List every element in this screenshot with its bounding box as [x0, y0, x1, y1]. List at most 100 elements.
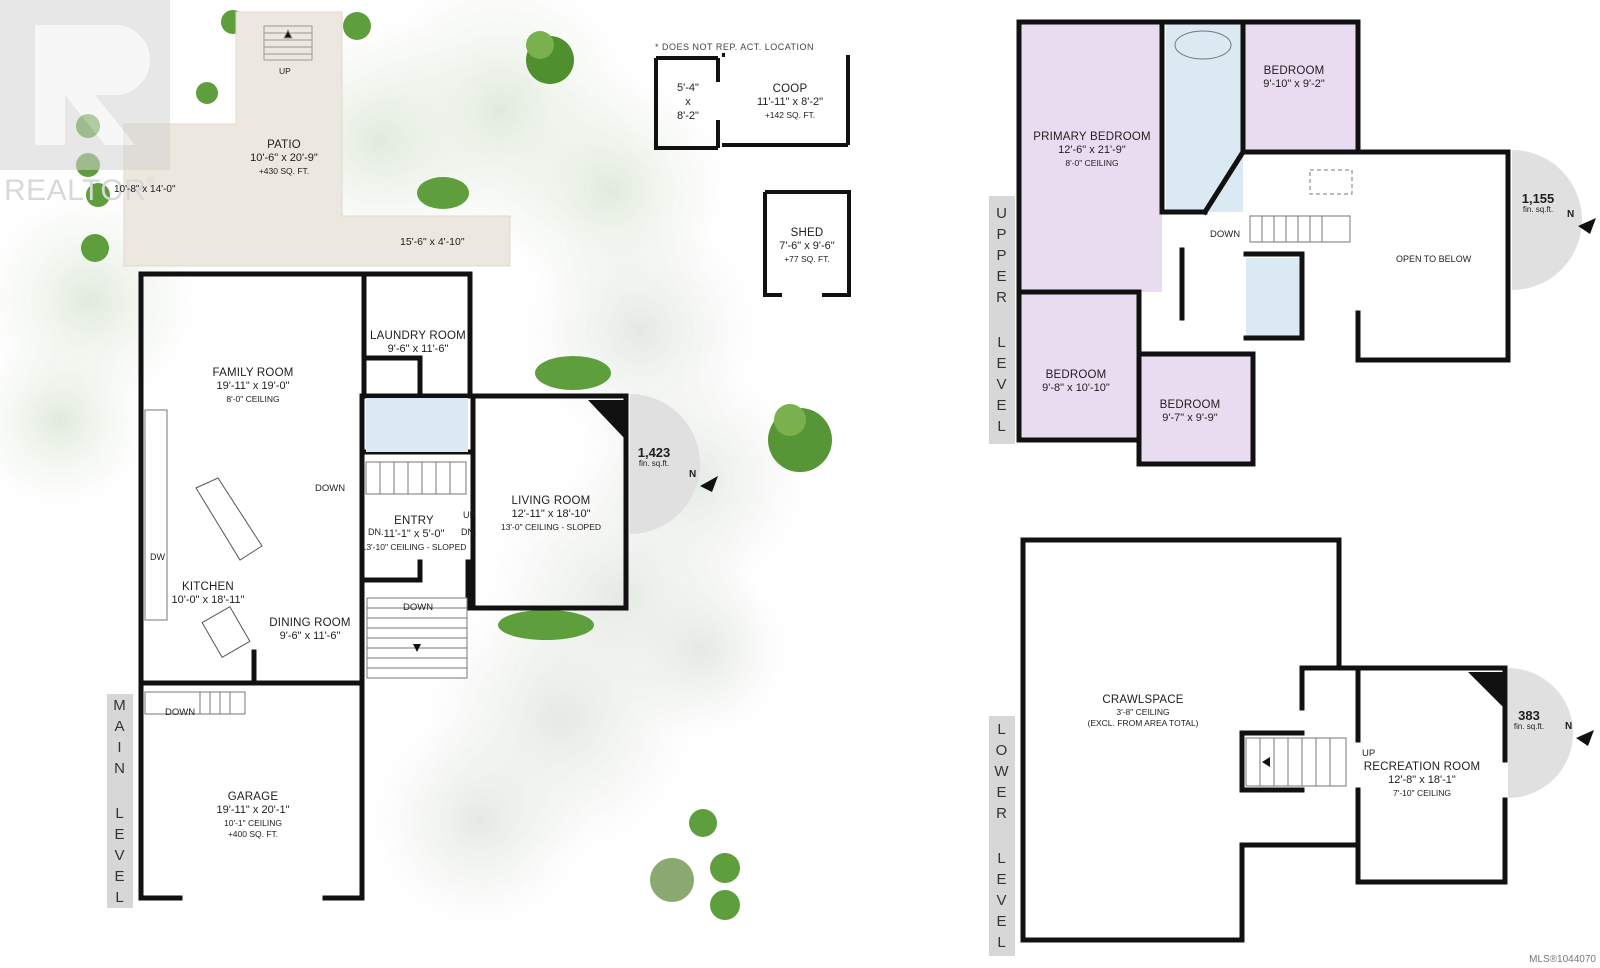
lower-stairs	[1245, 737, 1347, 787]
laundry-room-dims: 9'-6" x 11'-6"	[387, 343, 449, 356]
level-tag-letter: P	[996, 247, 1008, 264]
level-tag-letter: R	[996, 805, 1008, 822]
entry-dn-left: DN.	[368, 527, 384, 537]
dining-room-name: DINING ROOM	[269, 617, 351, 629]
shed-sqft: +77 SQ. FT.	[784, 254, 830, 265]
main-area-unit: fin. sq.ft.	[638, 459, 670, 469]
coop-name: COOP	[772, 83, 808, 95]
realtor-logo-mark	[0, 0, 170, 170]
upper-area-value: 1,155	[1521, 191, 1555, 206]
lower-level-walls	[1020, 537, 1508, 943]
location-note: * DOES NOT REP. ACT. LOCATION	[655, 42, 815, 52]
upper-area-unit: fin. sq.ft.	[1522, 205, 1554, 215]
bedroom-sw-dims: 9'-8" x 10'-10"	[1042, 382, 1110, 395]
laundry-room-label: LAUNDRY ROOM 9'-6" x 11'-6"	[370, 329, 466, 357]
primary-bedroom-label: PRIMARY BEDROOM 12'-6" x 21'-9" 8'-0" CE…	[1033, 130, 1151, 169]
family-room-name: FAMILY ROOM	[212, 367, 294, 379]
main-bath-fill	[366, 398, 468, 452]
patio-name: PATIO	[267, 139, 301, 151]
crawlspace-name: CRAWLSPACE	[1102, 694, 1184, 706]
lower-stair-arrow	[1262, 757, 1270, 767]
stair-down-arrow	[413, 644, 421, 652]
upper-level-walls	[1016, 19, 1511, 467]
entry-stairs-down-label: DOWN	[403, 602, 434, 613]
crawlspace-label: CRAWLSPACE 3'-8" CEILING (EXCL. FROM ARE…	[1088, 693, 1199, 729]
entry-ceiling: 13'-10" CEILING - SLOPED	[361, 542, 467, 553]
level-tag-letter: E	[114, 867, 126, 885]
upper-room-fills	[1019, 22, 1358, 464]
entry-label: ENTRY 11'-1" x 5'-0" 13'-10" CEILING - S…	[362, 514, 467, 553]
main-area-badge: 1,423 fin. sq.ft.	[638, 445, 671, 469]
patio-label: PATIO 10'-6" x 20'-9" +430 SQ. FT.	[250, 138, 318, 177]
garage-sqft: +400 SQ. FT.	[227, 828, 279, 839]
garage-stairs-down-label: DOWN	[165, 707, 196, 718]
upper-area-badge: 1,155 fin. sq.ft.	[1521, 191, 1555, 215]
dishwasher-label: DW	[150, 552, 165, 562]
level-tag-letter: E	[996, 913, 1008, 930]
coop-small-x: x	[685, 95, 691, 108]
coop-dims: 11'-11" x 8'-2"	[756, 96, 824, 109]
coop-small-top: 5'-4"	[677, 82, 699, 94]
entry-up-label: UP	[463, 510, 476, 520]
level-tag-letter: L	[997, 934, 1007, 951]
level-tag-letter: E	[996, 268, 1008, 285]
coop-sqft: +142 SQ. FT.	[764, 110, 816, 121]
lower-area-badge: 383 fin. sq.ft.	[1514, 708, 1544, 732]
recreation-room-label: RECREATION ROOM 12'-8" x 18'-1" 7'-10" C…	[1364, 760, 1481, 799]
upper-north-label: N	[1567, 209, 1575, 220]
upper-down-label: DOWN	[1210, 229, 1241, 240]
dining-room-dims: 9'-6" x 11'-6"	[279, 630, 341, 643]
lower-north-label: N	[1565, 721, 1573, 732]
primary-bedroom-dims: 12'-6" x 21'-9"	[1058, 144, 1126, 157]
level-tag-letter: E	[996, 871, 1008, 888]
patio-steps	[263, 25, 313, 61]
level-tag-letter: L	[115, 888, 125, 906]
main-level-walls	[138, 271, 629, 901]
level-tag-letter: L	[997, 721, 1007, 738]
recreation-room-name: RECREATION ROOM	[1363, 761, 1481, 773]
living-room-chimney	[588, 400, 626, 440]
level-tag-letter: R	[996, 289, 1008, 306]
recreation-room-dims: 12'-8" x 18'-1"	[1388, 774, 1456, 787]
level-tag-letter: E	[996, 784, 1008, 801]
level-tag-letter: E	[996, 355, 1008, 372]
bedroom-sw-name: BEDROOM	[1045, 369, 1107, 381]
level-tag-letter: V	[996, 376, 1008, 393]
living-room-dims: 12'-11" x 18'-10"	[511, 508, 591, 521]
family-room-dims: 19'-11" x 19'-0"	[216, 380, 290, 393]
main-down-label: DOWN	[315, 483, 346, 494]
level-tag-letter: U	[996, 205, 1008, 222]
shed-name: SHED	[790, 227, 824, 239]
patio-part2-dims: 15'-6" x 4'-10"	[400, 236, 465, 248]
shed-walls	[763, 190, 851, 297]
living-room-name: LIVING ROOM	[511, 495, 591, 507]
main-north-label: N	[689, 469, 697, 480]
level-tag-letter: A	[114, 717, 126, 735]
bathtub-upper	[1174, 30, 1232, 60]
level-tag-letter: L	[997, 850, 1007, 867]
patio-dims: 10'-6" x 20'-9"	[250, 152, 318, 165]
garage-label: GARAGE 19'-11" x 20'-1" 10'-1" CEILING +…	[217, 790, 290, 839]
kitchen-dims: 10'-0" x 18'-11"	[171, 594, 245, 607]
level-tag-letter: I	[117, 738, 123, 756]
garage-name: GARAGE	[227, 791, 279, 803]
area-badges	[630, 150, 1582, 798]
crawlspace-ceiling: 3'-8" CEILING	[1116, 707, 1170, 718]
rec-room-chimney	[1468, 672, 1504, 708]
bedroom-s-dims: 9'-7" x 9'-9"	[1162, 412, 1218, 425]
patio-up-label: UP	[279, 66, 291, 76]
entry-name: ENTRY	[394, 515, 434, 527]
dining-room-label: DINING ROOM 9'-6" x 11'-6"	[269, 616, 350, 644]
coop-walls	[654, 53, 850, 150]
kitchen-counter	[144, 409, 168, 621]
lower-area-value: 383	[1518, 708, 1540, 723]
tree-icons	[76, 10, 832, 920]
level-tag-letter: N	[114, 759, 126, 777]
coop-small-label: 5'-4" x 8'-2"	[677, 82, 699, 123]
family-room-ceiling: 8'-0" CEILING	[226, 394, 280, 405]
level-tag-letter: V	[996, 892, 1008, 909]
